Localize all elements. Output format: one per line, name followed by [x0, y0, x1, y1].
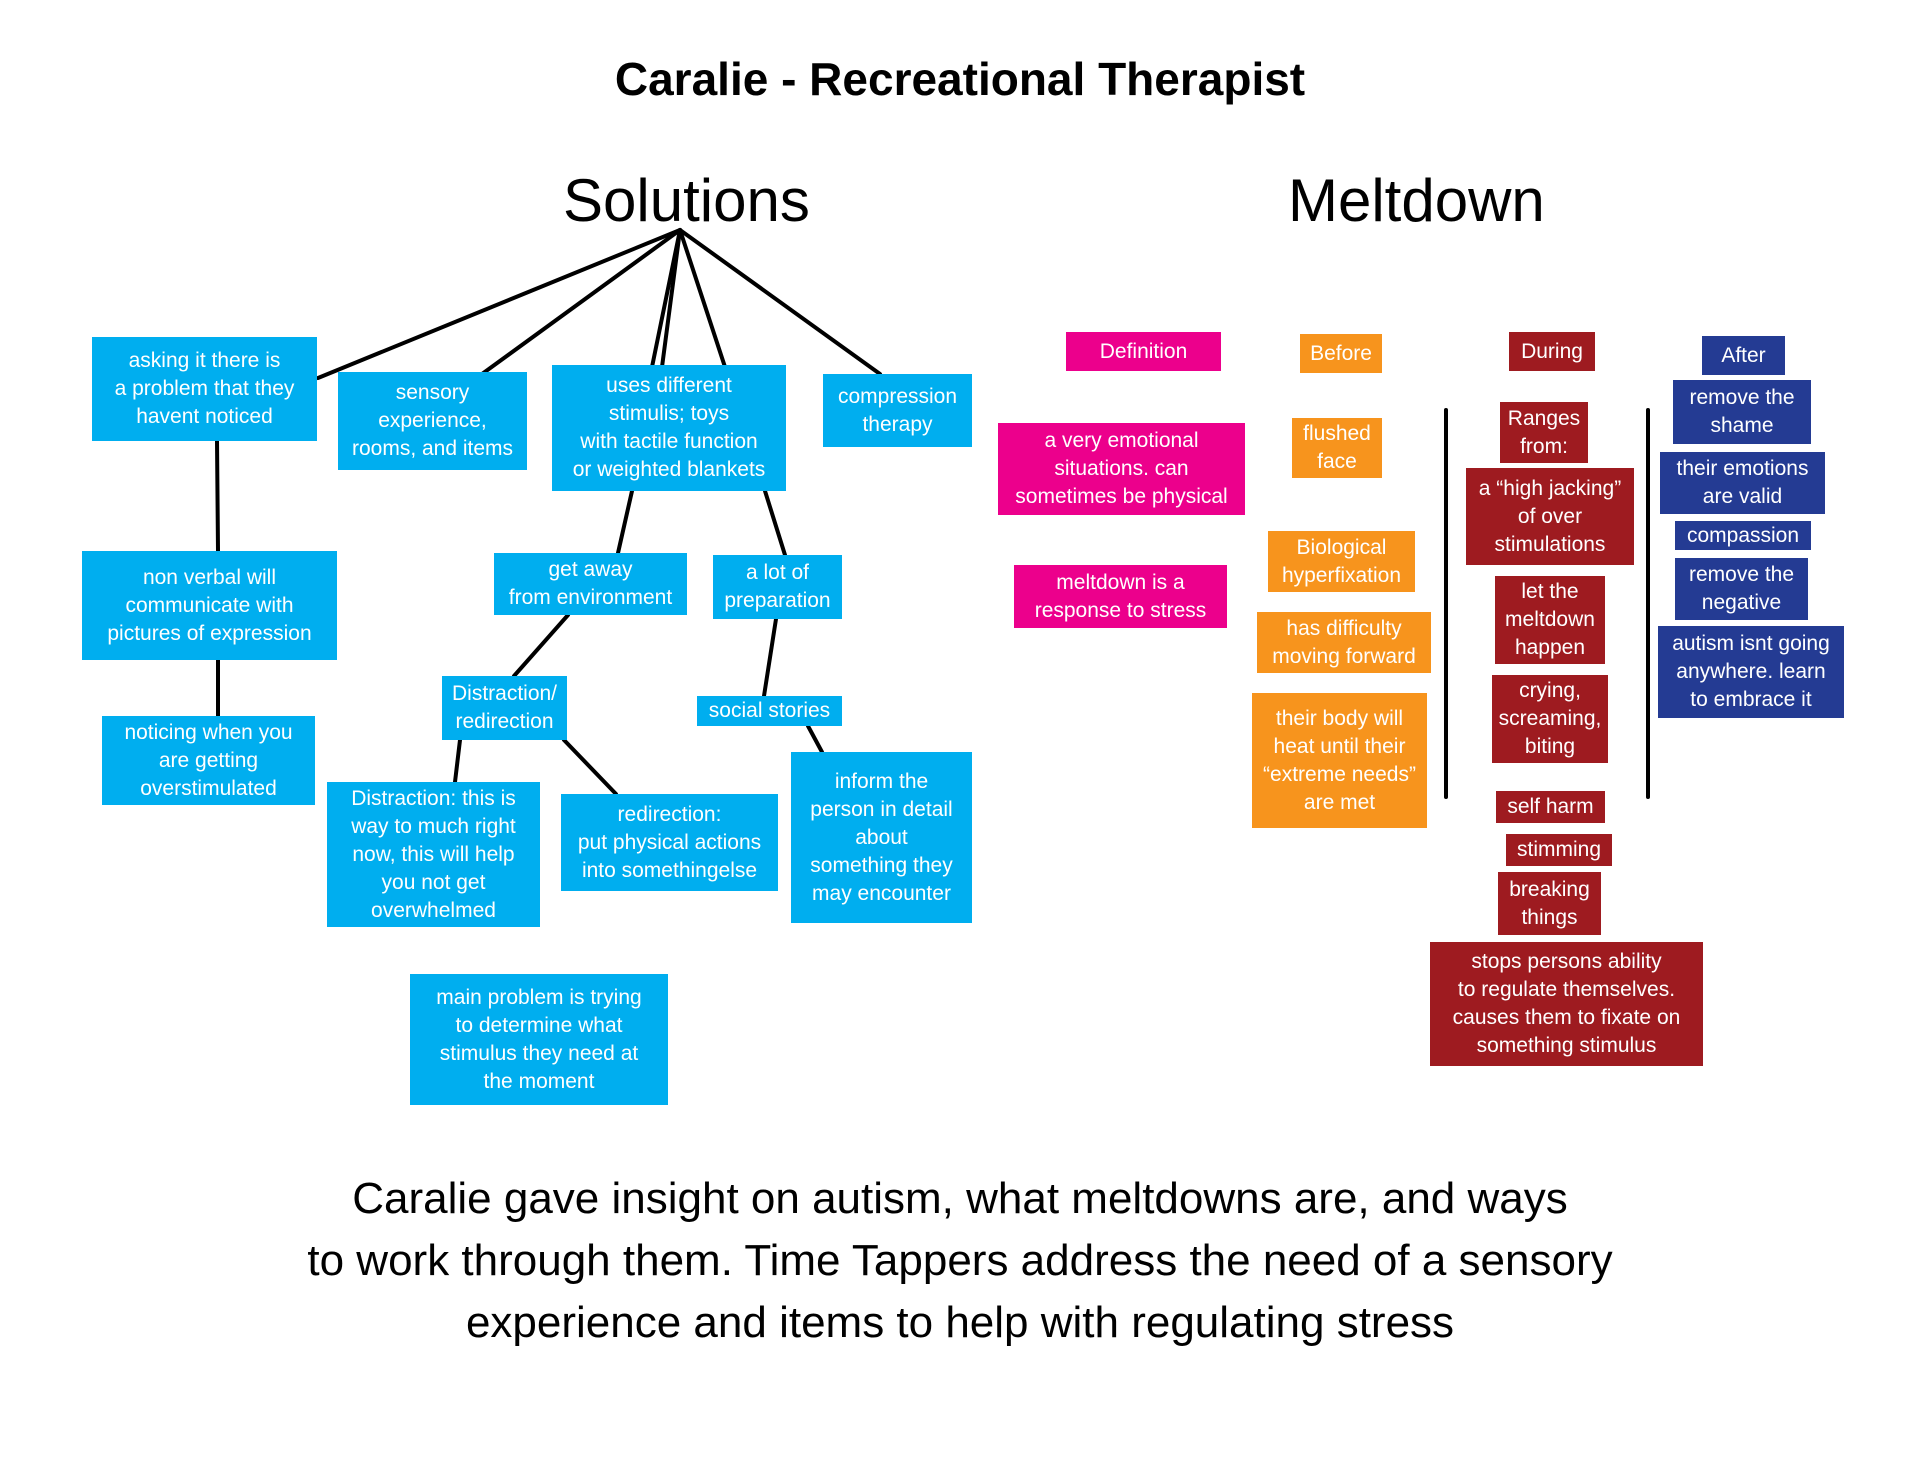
- header-after: After: [1702, 336, 1785, 375]
- note-during-self-harm: self harm: [1496, 791, 1605, 823]
- note-preparation: a lot of preparation: [713, 555, 842, 619]
- connector-solutions-asking: [316, 228, 682, 380]
- note-after-negative: remove the negative: [1675, 558, 1808, 620]
- connector-distraction-redirection-distraction: [453, 738, 462, 784]
- connector-stimulus-getaway: [616, 489, 634, 555]
- connector-distraction-redirection-redirection: [562, 738, 618, 796]
- note-main-problem: main problem is trying to determine what…: [410, 974, 668, 1105]
- connector-social-inform: [806, 724, 824, 754]
- note-definition-emotional: a very emotional situations. can sometim…: [998, 423, 1245, 515]
- summary-caption: Caralie gave insight on autism, what mel…: [307, 1174, 1613, 1347]
- note-redirection: redirection: put physical actions into s…: [561, 794, 778, 891]
- note-inform: inform the person in detail about someth…: [791, 752, 972, 923]
- connector-solutions-stimulus-b: [660, 228, 682, 369]
- note-compression-therapy: compression therapy: [823, 374, 972, 447]
- header-definition: Definition: [1066, 332, 1221, 371]
- note-distraction: Distraction: this is way to much right n…: [327, 782, 540, 927]
- meltdown-heading: Meltdown: [1288, 167, 1545, 234]
- note-before-difficulty: has difficulty moving forward: [1257, 612, 1431, 673]
- connector-solutions-compression: [678, 228, 882, 376]
- note-during-high-jacking: a “high jacking” of over stimulations: [1466, 468, 1634, 565]
- solutions-heading: Solutions: [563, 167, 810, 234]
- connector-preparation-social: [762, 617, 778, 698]
- note-after-compassion: compassion: [1675, 521, 1811, 550]
- note-during-regulate: stops persons ability to regulate themse…: [1430, 942, 1703, 1066]
- connector-solutions-sensory: [480, 228, 682, 376]
- note-before-body-heat: their body will heat until their “extrem…: [1252, 693, 1427, 828]
- header-during: During: [1509, 332, 1595, 371]
- note-nonverbal: non verbal will communicate with picture…: [82, 551, 337, 660]
- note-after-shame: remove the shame: [1673, 380, 1811, 444]
- connector-solutions-stimulus-c: [678, 228, 727, 369]
- note-distraction-redirection: Distraction/ redirection: [442, 676, 567, 740]
- connector-stimulus-preparation: [763, 489, 787, 557]
- note-before-hyperfixation: Biological hyperfixation: [1268, 531, 1415, 592]
- note-get-away: get away from environment: [494, 553, 687, 615]
- note-after-embrace: autism isnt going anywhere. learn to emb…: [1658, 626, 1844, 718]
- note-asking-problem: asking it there is a problem that they h…: [92, 337, 317, 441]
- connector-getaway-distraction-redirection: [512, 613, 570, 678]
- header-before: Before: [1300, 334, 1382, 373]
- connector-asking-nonverbal: [215, 439, 220, 553]
- note-during-crying: crying, screaming, biting: [1492, 675, 1608, 763]
- note-during-stimming: stimming: [1506, 834, 1612, 866]
- note-after-valid: their emotions are valid: [1660, 452, 1825, 514]
- page-title: Caralie - Recreational Therapist: [614, 53, 1306, 105]
- note-social-stories: social stories: [697, 696, 842, 726]
- note-during-breaking: breaking things: [1498, 872, 1601, 935]
- note-noticing: noticing when you are getting overstimul…: [102, 716, 315, 805]
- note-different-stimulus: uses different stimulis; toys with tacti…: [552, 365, 786, 491]
- note-during-ranges: Ranges from:: [1500, 402, 1588, 463]
- note-before-flushed: flushed face: [1292, 418, 1382, 478]
- note-during-let-happen: let the meltdown happen: [1495, 576, 1605, 664]
- note-definition-response: meltdown is a response to stress: [1014, 565, 1227, 628]
- note-sensory-experience: sensory experience, rooms, and items: [338, 372, 527, 470]
